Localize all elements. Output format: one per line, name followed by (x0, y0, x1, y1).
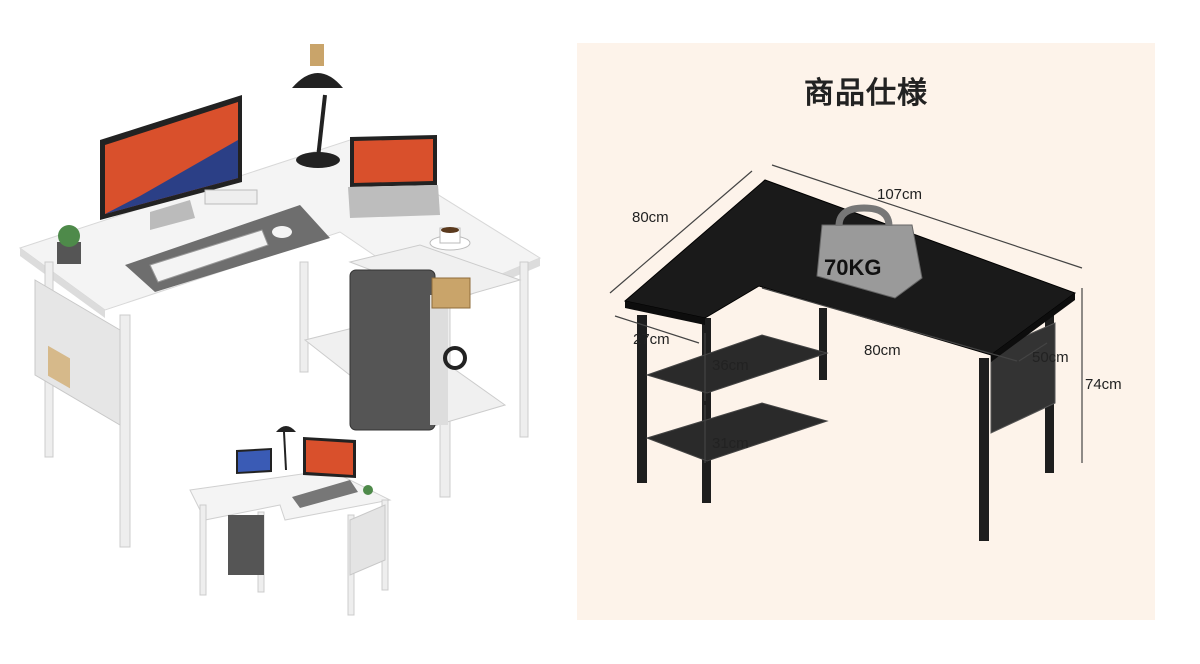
desk-edge-front (20, 248, 105, 318)
pc-tower (349, 269, 436, 431)
black-shelf-lower (645, 402, 829, 462)
dim-right-depth: 50cm (1032, 349, 1069, 366)
pc-tower-side (430, 295, 448, 425)
black-leg-center (819, 308, 827, 380)
plant-pot (57, 242, 81, 264)
dim-height: 74cm (1085, 376, 1122, 393)
dim-shelf-lower: 31cm (712, 435, 749, 452)
dim-inner-length: 80cm (864, 342, 901, 359)
small-desk-illustration (189, 426, 392, 616)
lamp-base (296, 152, 340, 168)
keyboard (149, 229, 269, 283)
black-shelf-upper (645, 334, 829, 394)
weight-icon (816, 224, 923, 299)
storage-pocket (34, 279, 121, 426)
black-leg-left-front (637, 315, 647, 483)
storage-box (431, 277, 471, 309)
pocket-book (48, 345, 70, 389)
lamp-bulb (310, 44, 324, 66)
black-desk-dimension-diagram: 70KG 107cm 80cm 80cm 27cm 50cm 74cm 36cm… (609, 164, 1122, 541)
monitor-screen-wave (105, 140, 238, 214)
laptop-screen (354, 139, 433, 183)
monitor-stand (150, 200, 195, 230)
weight-label: 70KG (824, 255, 881, 280)
dim-return-width: 27cm (633, 331, 670, 348)
black-leg-left-back (702, 318, 711, 503)
desk-lamp (292, 73, 343, 88)
product-photo-panel (0, 0, 570, 660)
desk-leg-left-front (119, 314, 131, 548)
plant (58, 225, 80, 247)
laptop-keyboard (348, 185, 440, 218)
dim-depth: 80cm (632, 209, 669, 226)
dim-width: 107cm (877, 186, 922, 203)
dim-shelf-upper: 36cm (712, 357, 749, 374)
black-leg-right-front (979, 358, 989, 541)
desk-leg-center (299, 261, 309, 373)
desk-leg-right-back (519, 261, 529, 438)
white-desk-illustration (18, 44, 542, 616)
speaker (204, 189, 258, 205)
mouse (272, 226, 292, 238)
spec-title: 商品仕様 (804, 76, 928, 111)
spec-panel: 商品仕様 70KG 107cm 80cm (577, 43, 1155, 620)
black-storage-pocket (990, 322, 1056, 434)
headphones-icon (443, 346, 467, 370)
